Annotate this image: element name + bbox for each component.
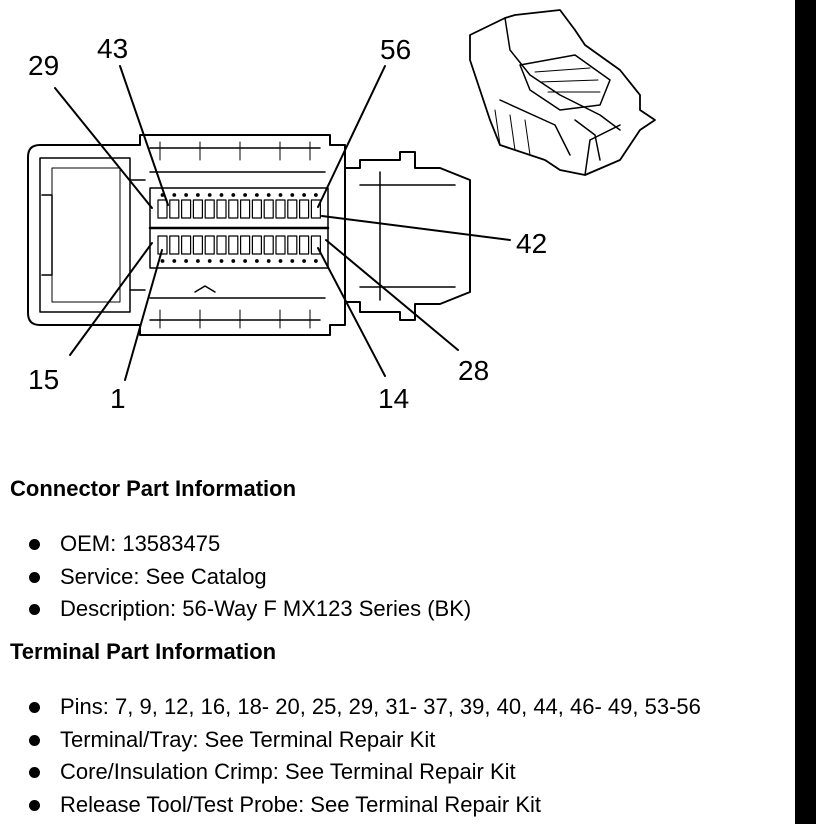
list-item: OEM: 13583475 — [0, 530, 471, 563]
pin-cavity — [157, 199, 168, 219]
list-item: Service: See Catalog — [0, 563, 471, 596]
connector-part-info-heading: Connector Part Information — [10, 476, 297, 501]
pin-callout-14: 14 — [378, 383, 410, 414]
pin-cavity — [169, 235, 180, 255]
pin-cavity — [287, 235, 298, 255]
pin-dot — [254, 259, 259, 263]
pin-dot — [243, 193, 248, 197]
pin-cavity — [263, 235, 274, 255]
pin-dot — [278, 193, 283, 197]
pin-dot — [314, 193, 318, 197]
pin-dot — [243, 259, 248, 263]
list-item: Pins: 7, 9, 12, 16, 18- 20, 25, 29, 31- … — [0, 693, 701, 726]
pin-dot — [231, 259, 236, 263]
list-item: Terminal/Tray: See Terminal Repair Kit — [0, 726, 701, 759]
pin-dot — [195, 193, 200, 197]
pin-dot — [290, 259, 295, 263]
pin-dot — [184, 259, 189, 263]
list-item: Description: 56-Way F MX123 Series (BK) — [0, 595, 471, 628]
pin-cavity — [263, 199, 274, 219]
pin-dot — [278, 259, 283, 263]
connector-diagram: 29 43 56 42 28 15 1 14 — [27, 9, 656, 414]
pin-dot — [266, 193, 271, 197]
pin-callout-28: 28 — [458, 355, 490, 386]
pin-callout-42: 42 — [516, 228, 548, 259]
connector-illustration — [27, 9, 656, 381]
pin-dot — [207, 193, 212, 197]
pin-dot — [290, 193, 295, 197]
connector-part-info-list: OEM: 13583475 Service: See Catalog Descr… — [0, 530, 471, 628]
pin-dot — [172, 193, 177, 197]
pin-callout-56: 56 — [380, 34, 412, 65]
pin-dot — [254, 193, 259, 197]
pin-cavity — [169, 199, 180, 219]
pin-callout-29: 29 — [28, 50, 60, 81]
pin-dot — [314, 259, 318, 263]
pin-callout-43: 43 — [97, 33, 129, 64]
pin-cavity — [192, 235, 203, 255]
pin-cavity — [216, 199, 227, 219]
bullet-icon — [29, 767, 40, 778]
list-item-text: Terminal/Tray: See Terminal Repair Kit — [60, 726, 436, 752]
right-edge-bar — [795, 0, 816, 824]
list-item-text: Release Tool/Test Probe: See Terminal Re… — [60, 791, 541, 817]
pin-cavity — [157, 235, 168, 255]
list-item-text: Core/Insulation Crimp: See Terminal Repa… — [60, 759, 516, 784]
terminal-part-info-heading: Terminal Part Information — [10, 639, 277, 664]
pin-cavity — [299, 235, 310, 255]
pin-cavity — [228, 235, 239, 255]
pin-dot — [231, 193, 236, 197]
pin-cavity — [204, 235, 215, 255]
pin-dot — [219, 193, 224, 197]
pin-cavity — [192, 199, 203, 219]
pin-cavity — [181, 235, 192, 255]
bullet-icon — [29, 799, 40, 811]
pin-dot — [172, 259, 177, 263]
bullet-icon — [29, 702, 40, 713]
pin-callout-1: 1 — [110, 383, 126, 414]
pin-cavity — [251, 199, 262, 219]
pin-cavity — [310, 199, 321, 219]
list-item-text: Description: 56-Way F MX123 Series (BK) — [60, 596, 472, 621]
pin-cavity — [275, 235, 286, 255]
list-item: Release Tool/Test Probe: See Terminal Re… — [0, 791, 701, 824]
list-item-text: OEM: 13583475 — [60, 531, 221, 556]
pin-dot — [160, 259, 165, 263]
pin-cavity — [275, 199, 286, 219]
pin-cavity — [287, 199, 298, 219]
pin-cavity — [299, 199, 310, 219]
bullet-icon — [29, 734, 40, 746]
pin-dot — [302, 193, 307, 197]
pin-cavity — [240, 235, 251, 255]
pin-cavity — [216, 235, 227, 255]
connector-isometric-view — [469, 9, 656, 176]
pin-callout-15: 15 — [28, 364, 60, 395]
pin-dot — [184, 193, 189, 197]
pin-dot — [207, 259, 212, 263]
pin-cavity — [181, 199, 192, 219]
bullet-icon — [29, 539, 40, 550]
pin-cavity — [310, 235, 321, 255]
bullet-icon — [29, 571, 40, 583]
pin-dot — [266, 259, 271, 263]
pin-face — [148, 187, 330, 269]
pin-cavity — [251, 235, 262, 255]
callout-leaders — [54, 65, 511, 381]
terminal-part-info-list: Pins: 7, 9, 12, 16, 18- 20, 25, 29, 31- … — [0, 693, 701, 823]
pin-dot — [195, 259, 200, 263]
bullet-icon — [29, 604, 40, 615]
list-item-text: Service: See Catalog — [60, 563, 267, 589]
pin-dot — [219, 259, 224, 263]
pin-cavity — [228, 199, 239, 219]
connector-housing — [27, 134, 471, 336]
list-item: Core/Insulation Crimp: See Terminal Repa… — [0, 758, 701, 791]
pin-cavity — [240, 199, 251, 219]
list-item-text: Pins: 7, 9, 12, 16, 18- 20, 25, 29, 31- … — [60, 694, 701, 719]
pin-dot — [302, 259, 307, 263]
pin-cavity — [204, 199, 215, 219]
